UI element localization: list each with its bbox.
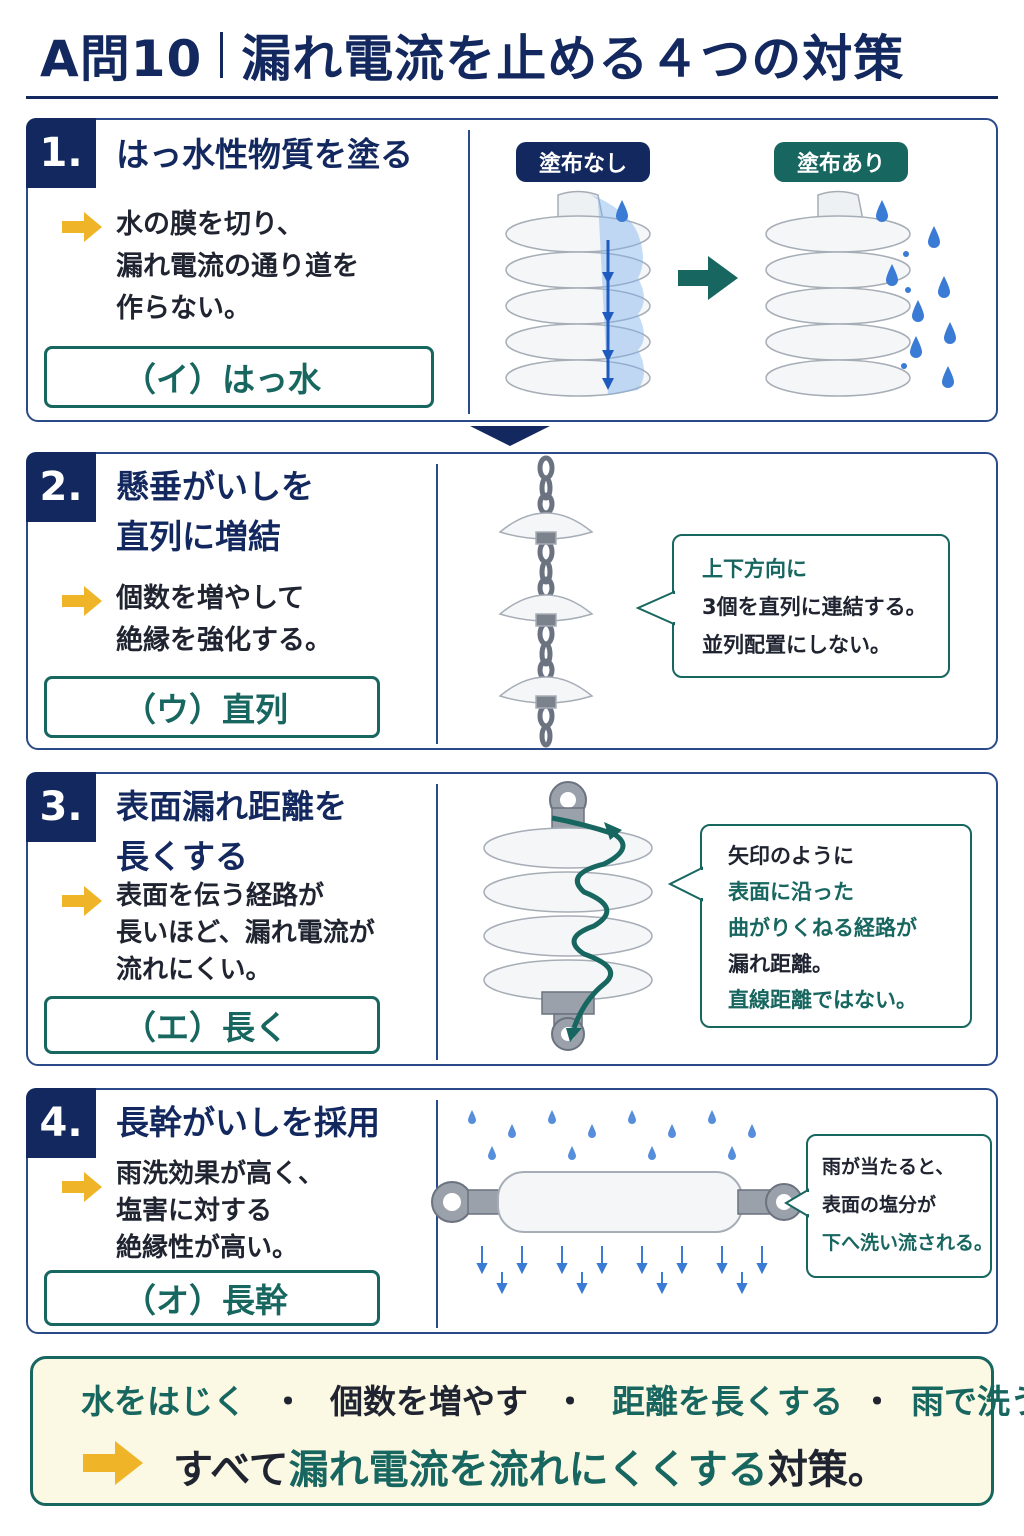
section-2-card: 2. 懸垂がいしを 直列に増結 個数を増やして 絶縁を強化する。 （ウ）直列 上… [26,452,998,750]
callout-rain-wash: 雨が当たると、 表面の塩分が 下へ洗い流される。 [806,1134,994,1278]
section-heading: 懸垂がいしを 直列に増結 [116,467,314,556]
title-separator [220,32,224,78]
section-description: 表面を伝う経路が 長いほど、漏れ電流が 流れにくい。 [116,881,375,985]
label-before: 塗布なし [516,142,650,182]
section-3-card: 3. 表面漏れ距離を 長くする 表面を伝う経路が 長いほど、漏れ電流が 流れにく… [26,772,998,1066]
arrow-right-icon [62,212,102,242]
section-number: 1. [26,118,96,188]
summary-item: 距離を長くする [612,1382,843,1421]
callout-line: 曲がりくねる経路が [728,916,917,940]
answer-box: （エ）長く [44,996,380,1054]
summary-box: 水をはじく ・ 個数を増やす ・ 距離を長くする ・ 雨で洗う すべて漏れ電流を… [30,1356,1024,1506]
arrow-right-icon [62,586,102,616]
callout-line: 漏れ距離。 [728,952,833,976]
callout-line: 直線距離ではない。 [728,988,917,1012]
section-description: 雨洗効果が高く、 塩害に対する 絶縁性が高い。 [116,1159,325,1263]
section-heading: 表面漏れ距離を 長くする [116,787,347,876]
title-main: 漏れ電流を止める４つの対策 [241,30,905,88]
summary-item: 雨で洗う [911,1382,1024,1421]
summary-item: 個数を増やす [330,1382,528,1421]
title-underline [26,96,998,99]
callout-pointer [784,1188,810,1218]
section-divider [436,464,438,744]
long-rod-insulator-rain [431,1110,803,1295]
arrow-right-icon [678,256,738,300]
summary-separator: ・ [271,1382,305,1421]
answer-box: （イ）はっ水 [44,346,434,408]
conclusion-post: 対策。 [767,1447,888,1493]
callout-line: 上下方向に [702,557,807,581]
long-creepage-insulator [483,781,653,1051]
section-connector [470,426,550,446]
summary-conclusion: すべて漏れ電流を流れにくくする対策。 [173,1437,888,1495]
arrow-right-icon [83,1441,143,1485]
callout-creepage: 矢印のように 表面に沿った 曲がりくねる経路が 漏れ距離。 直線距離ではない。 [700,824,972,1028]
title-prefix: A問10 [40,30,203,88]
arrow-right-icon [62,1172,102,1202]
conclusion-pre: すべて [173,1447,289,1493]
section-description: 水の膜を切り、 漏れ電流の通り道を 作らない。 [116,209,359,324]
summary-items: 水をはじく ・ 個数を増やす ・ 距離を長くする ・ 雨で洗う [81,1375,1024,1423]
callout-line: 並列配置にしない。 [702,633,891,657]
insulator-uncoated [505,190,651,397]
section-number: 3. [26,772,96,842]
summary-item: 水をはじく [81,1382,246,1421]
callout-line: 表面に沿った [728,880,854,904]
arrow-right-icon [62,886,102,916]
section-number: 2. [26,452,96,522]
section-description: 個数を増やして 絶縁を強化する。 [116,583,332,656]
callout-line: 表面の塩分が [822,1194,937,1216]
callout-line: 下へ洗い流される。 [822,1232,994,1254]
section-divider [436,784,438,1060]
summary-separator: ・ [860,1382,894,1421]
conclusion-emphasis: 漏れ電流を流れにくくする [288,1447,768,1493]
callout-line: 矢印のように [728,844,854,868]
section-heading: 長幹がいしを採用 [116,1103,380,1142]
section-divider [468,130,470,414]
answer-box: （オ）長幹 [44,1270,380,1326]
suspension-insulator-string [498,455,594,748]
section-4-card: 4. 長幹がいしを採用 雨洗効果が高く、 塩害に対する 絶縁性が高い。 （オ）長… [26,1088,998,1334]
summary-separator: ・ [553,1382,587,1421]
section-heading: はっ水性物質を塗る [116,135,413,174]
callout-series: 上下方向に 3個を直列に連結する。 並列配置にしない。 [672,534,950,678]
answer-box: （ウ）直列 [44,676,380,738]
callout-line: 3個を直列に連結する。 [702,595,927,619]
insulator-coated [765,190,956,397]
callout-pointer [667,866,704,902]
label-after: 塗布あり [774,142,908,182]
page-title: A問10 漏れ電流を止める４つの対策 [40,20,1000,90]
section-number: 4. [26,1088,96,1158]
section-1-card: 1. はっ水性物質を塗る 水の膜を切り、 漏れ電流の通り道を 作らない。 （イ）… [26,118,998,422]
callout-pointer [635,590,676,626]
callout-line: 雨が当たると、 [822,1156,955,1178]
